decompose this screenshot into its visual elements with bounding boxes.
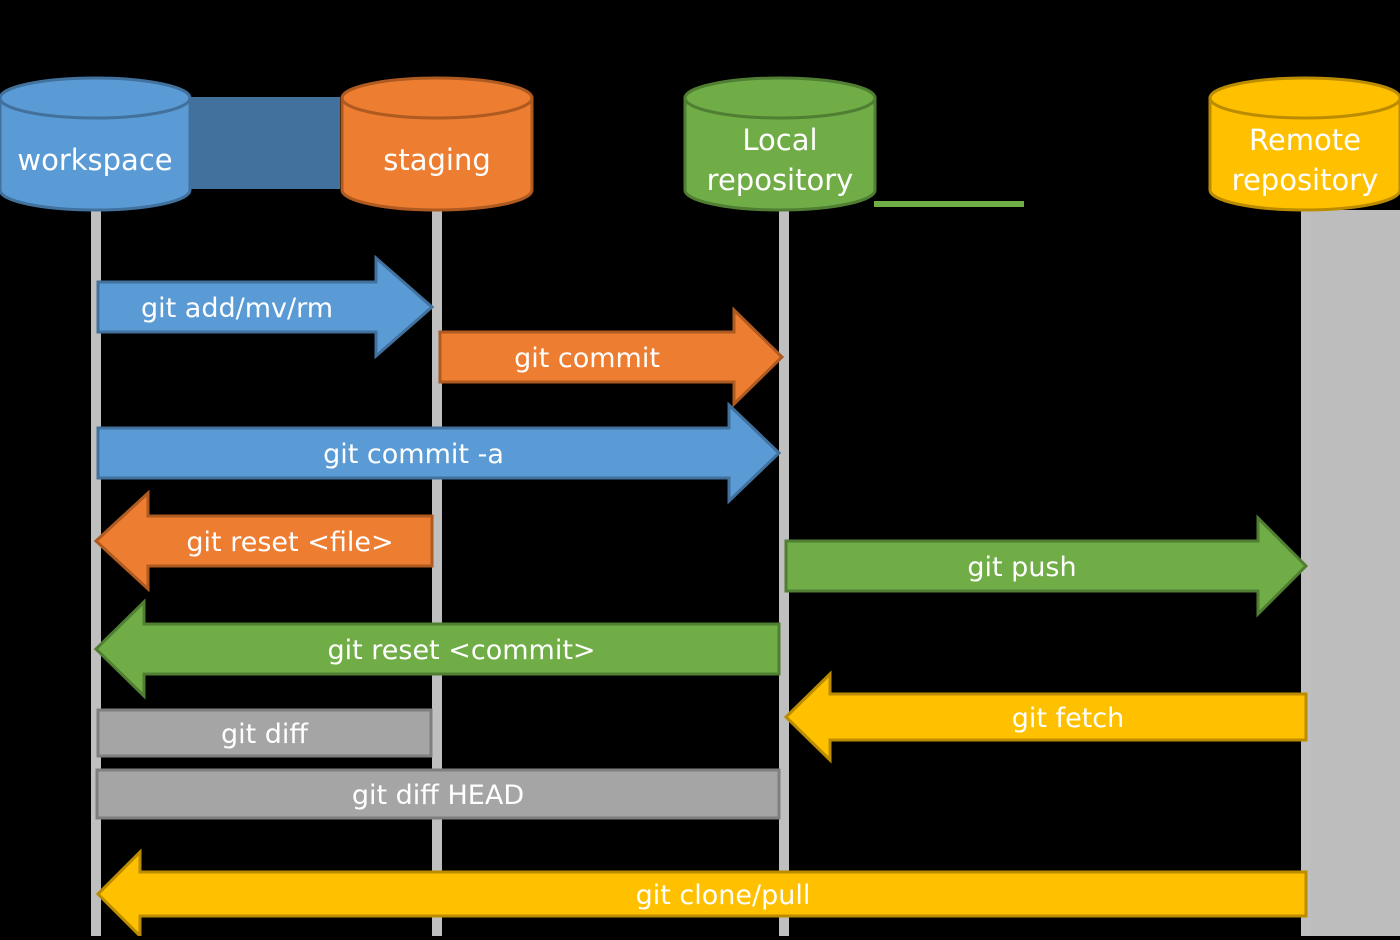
local-store: Local repository [683, 76, 877, 212]
local-repository-underline [874, 201, 1024, 207]
staging-cylinder-body [340, 96, 534, 212]
git-add-arrow [96, 254, 435, 360]
git-commit-arrow [438, 306, 785, 408]
local-label-line-1: Local [742, 123, 817, 157]
staging-label-line-1: staging [383, 143, 491, 177]
git-commit-command: git commit [438, 306, 785, 408]
staging-store: staging [340, 76, 534, 212]
git-diff-head-bar [95, 768, 781, 820]
git-commit-a-command: git commit -a [96, 401, 782, 505]
git-clone-pull-label: git clone/pull [636, 880, 811, 911]
workspace-cylinder-top [0, 76, 192, 120]
git-reset-commit-label: git reset <commit> [327, 635, 595, 666]
git-reset-commit-arrow [93, 598, 781, 700]
workspace-cylinder-body [0, 96, 192, 212]
git-diff-bar [96, 708, 433, 758]
git-diff-head-label: git diff HEAD [352, 780, 524, 811]
git-reset-file-command: git reset <file> [93, 489, 434, 593]
git-fetch-command: git fetch [783, 670, 1308, 764]
remote-lane-background [1310, 210, 1400, 936]
local-cylinder-body [683, 96, 877, 212]
git-reset-commit-command: git reset <commit> [93, 598, 781, 700]
git-commit-a-label: git commit -a [323, 439, 504, 470]
git-add-command: git add/mv/rm [96, 254, 435, 360]
git-clone-pull-command: git clone/pull [95, 848, 1308, 940]
remote-label-line-2: repository [1232, 163, 1379, 197]
remote-cylinder-top [1208, 76, 1400, 120]
remote-cylinder-body [1208, 96, 1400, 212]
git-commit-a-arrow [96, 401, 782, 505]
git-reset-file-arrow [93, 489, 434, 593]
local-cylinder-top [683, 76, 877, 120]
git-reset-file-label: git reset <file> [186, 527, 393, 558]
git-push-command: git push [784, 514, 1309, 618]
workspace-staging-connector [190, 97, 340, 189]
git-diff-label: git diff [221, 719, 309, 750]
git-commit-label: git commit [514, 343, 660, 374]
workspace-store: workspace [0, 76, 192, 212]
git-diff-command: git diff [96, 708, 433, 758]
staging-cylinder-top [340, 76, 534, 120]
git-clone-pull-arrow [95, 848, 1308, 940]
git-diff-head-command: git diff HEAD [95, 768, 781, 820]
local-label-line-2: repository [707, 163, 854, 197]
remote-store: Remote repository [1208, 76, 1400, 212]
git-fetch-arrow [783, 670, 1308, 764]
git-push-label: git push [967, 552, 1076, 583]
git-push-arrow [784, 514, 1309, 618]
remote-label-line-1: Remote [1249, 123, 1361, 157]
git-fetch-label: git fetch [1012, 703, 1124, 734]
git-add-label: git add/mv/rm [141, 293, 333, 324]
workspace-label-line-1: workspace [17, 143, 172, 177]
